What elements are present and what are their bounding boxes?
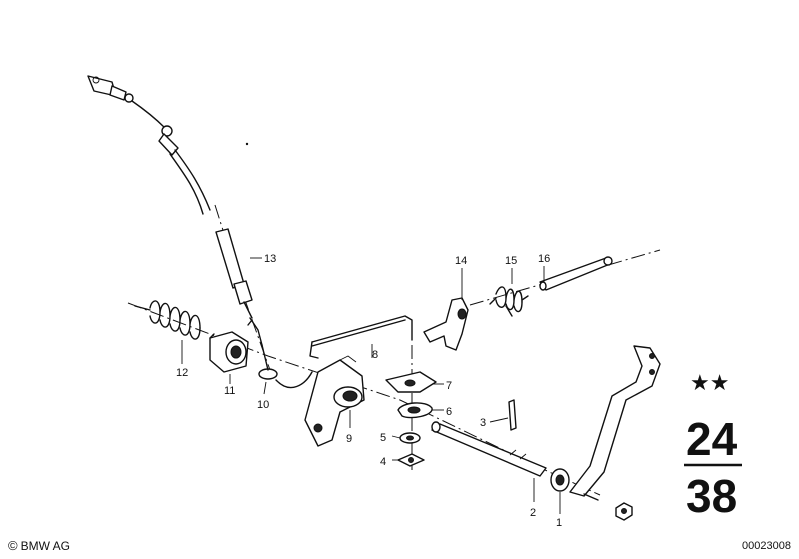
callout-7: 7 (446, 380, 452, 392)
callout-12: 12 (176, 367, 188, 379)
return-spring (489, 286, 529, 317)
bolt-sleeve (539, 256, 613, 291)
pin (508, 399, 517, 431)
cam-plate (385, 371, 437, 393)
page-ref-top: 24 (686, 413, 738, 465)
upper-bracket (423, 297, 469, 351)
leader-lines (181, 257, 561, 514)
callout-4: 4 (380, 456, 386, 468)
callout-9: 9 (346, 433, 352, 445)
clip-nut (397, 453, 425, 467)
page-reference: ★★ 24 38 (684, 371, 742, 522)
callout-14: 14 (455, 255, 467, 267)
callout-3: 3 (480, 417, 486, 429)
circlip (397, 402, 433, 419)
pull-rod (309, 315, 413, 359)
pedal-arm (569, 345, 661, 521)
callout-8: 8 (372, 349, 378, 361)
callout-6: 6 (446, 406, 452, 418)
coil-spring (134, 300, 201, 340)
callout-11: 11 (224, 385, 235, 397)
pedal-shaft (431, 421, 547, 477)
stars-marker: ★★ (690, 371, 729, 396)
callout-5: 5 (380, 432, 386, 444)
copyright-symbol: © (8, 538, 18, 553)
washer (399, 432, 421, 444)
bushing (550, 468, 570, 492)
document-number: 00023008 (742, 540, 791, 552)
callout-1: 1 (556, 517, 562, 529)
page-ref-bottom: 38 (686, 470, 737, 522)
bearing-bracket (209, 331, 249, 373)
callout-10: 10 (257, 399, 269, 411)
stray-mark (245, 142, 249, 146)
throttle-lever (304, 355, 365, 447)
copyright: ©BMW AG (8, 538, 70, 553)
callout-13: 13 (264, 253, 276, 265)
callout-labels: 1 2 3 4 5 6 7 8 9 10 11 12 13 14 15 16 (176, 253, 562, 529)
throttle-cable (87, 75, 263, 346)
cable-clip (258, 344, 313, 389)
callout-16: 16 (538, 253, 550, 265)
callout-2: 2 (530, 507, 536, 519)
callout-15: 15 (505, 255, 517, 267)
copyright-text: BMW AG (20, 539, 70, 553)
